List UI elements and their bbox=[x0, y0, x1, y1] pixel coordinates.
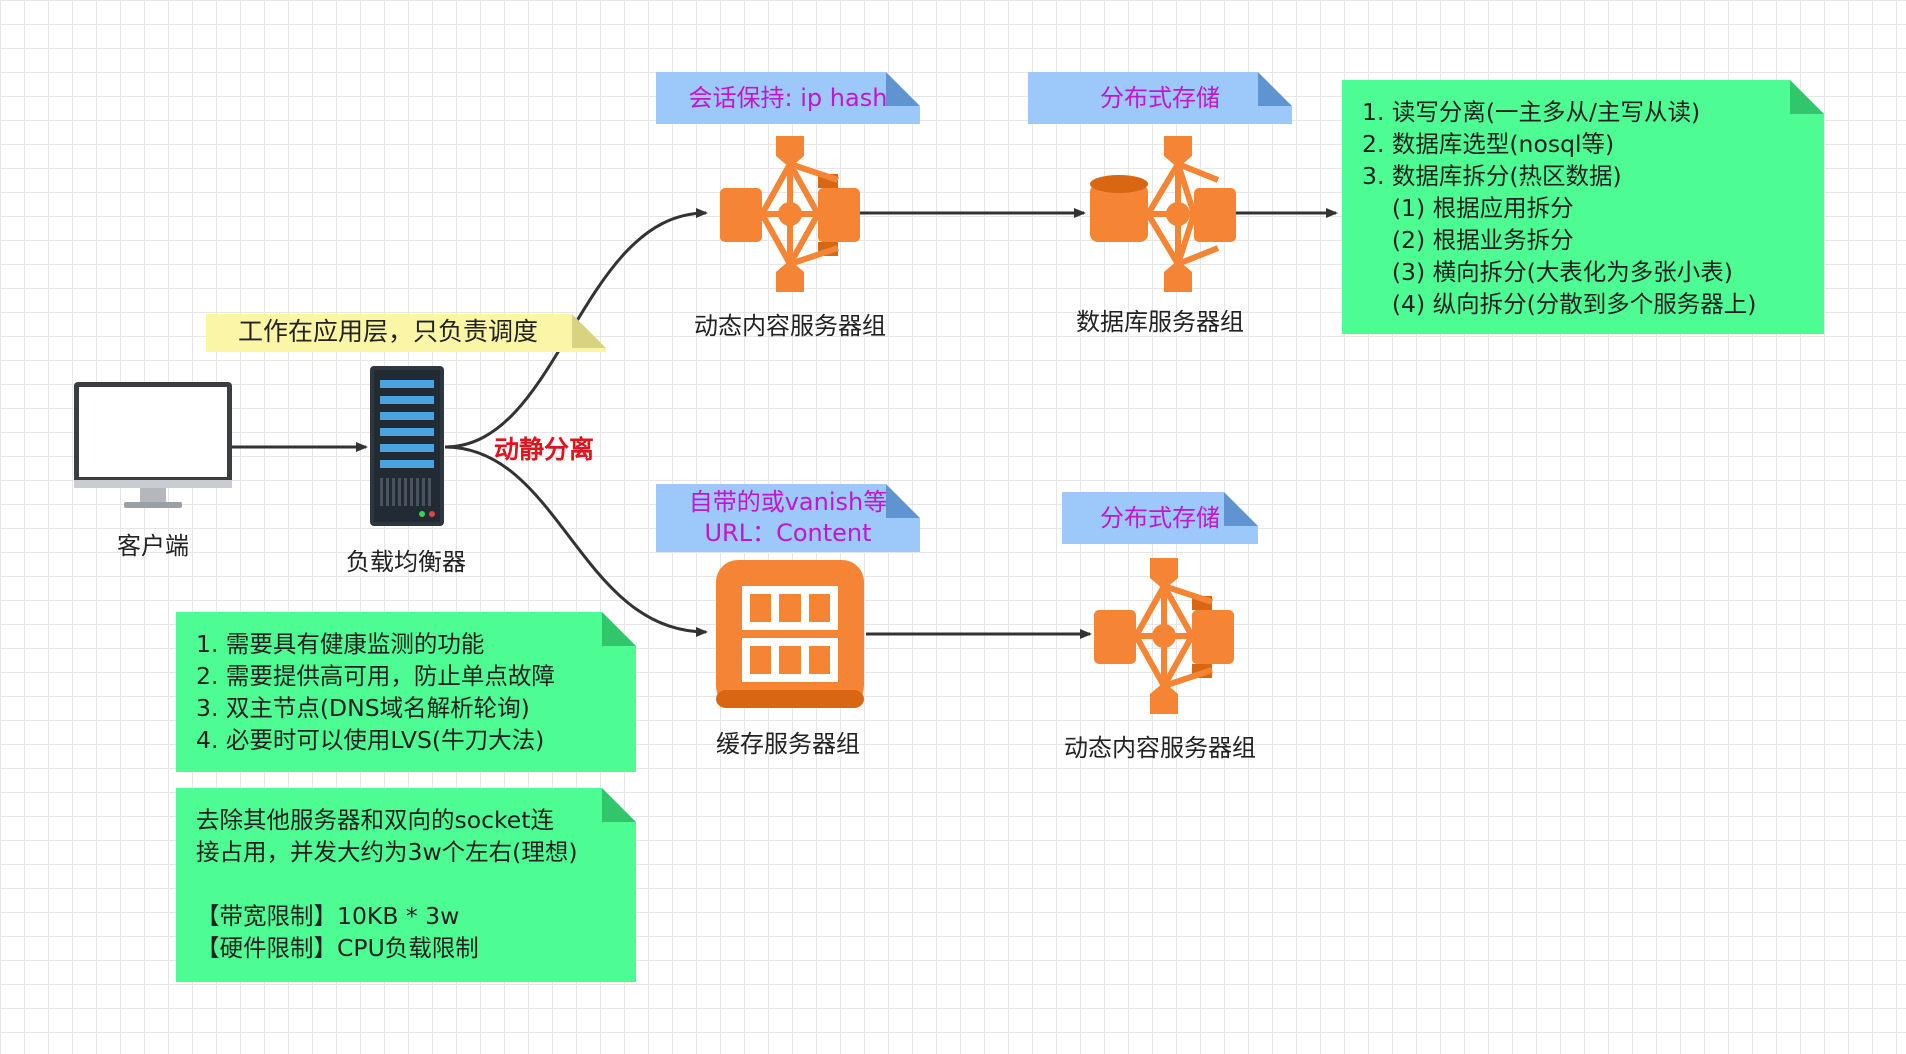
dist-storage-bottom-text: 分布式存储 bbox=[1100, 504, 1220, 532]
load-balancer-label: 负载均衡器 bbox=[346, 548, 466, 576]
monitor-icon bbox=[74, 382, 232, 508]
lb-requirement-line: 1. 需要具有健康监测的功能 bbox=[196, 630, 485, 658]
db-tip-line: (2) 根据业务拆分 bbox=[1362, 226, 1574, 254]
aws-cluster-icon bbox=[1094, 558, 1234, 714]
lb-capacity-line: 去除其他服务器和双向的socket连 bbox=[196, 806, 554, 834]
lb-requirement-line: 2. 需要提供高可用，防止单点故障 bbox=[196, 662, 555, 690]
lb-requirement-line: 4. 必要时可以使用LVS(牛刀大法) bbox=[196, 726, 545, 754]
db-tip-line: 2. 数据库选型(nosql等) bbox=[1362, 130, 1615, 158]
db-group-label: 数据库服务器组 bbox=[1076, 308, 1244, 336]
cache-note-line: URL：Content bbox=[704, 519, 872, 547]
session-hold-note: 会话保持: ip hash bbox=[656, 72, 920, 124]
server-rack-icon bbox=[370, 366, 444, 526]
lb-requirements-note: 1. 需要具有健康监测的功能 2. 需要提供高可用，防止单点故障 3. 双主节点… bbox=[176, 612, 636, 772]
aws-database-cluster-icon bbox=[1090, 136, 1236, 292]
db-tips-note: 1. 读写分离(一主多从/主写从读) 2. 数据库选型(nosql等) 3. 数… bbox=[1342, 80, 1824, 334]
cache-note: 自带的或vanish等 URL：Content bbox=[656, 484, 920, 552]
lb-capacity-line bbox=[196, 868, 616, 900]
db-tip-line: 3. 数据库拆分(热区数据) bbox=[1362, 162, 1622, 190]
dist-storage-bottom-note: 分布式存储 bbox=[1062, 492, 1258, 544]
lb-layer-note: 工作在应用层，只负责调度 bbox=[206, 314, 606, 352]
db-tip-line: (4) 纵向拆分(分散到多个服务器上) bbox=[1362, 290, 1757, 318]
aws-cluster-icon bbox=[720, 136, 860, 292]
lb-capacity-line: 接占用，并发大约为3w个左右(理想) bbox=[196, 838, 578, 866]
db-tip-line: (1) 根据应用拆分 bbox=[1362, 194, 1574, 222]
db-tip-line: (3) 横向拆分(大表化为多张小表) bbox=[1362, 258, 1733, 286]
cache-note-line: 自带的或vanish等 bbox=[688, 488, 888, 516]
dist-storage-top-note: 分布式存储 bbox=[1028, 72, 1292, 124]
static-dynamic-split-label: 动静分离 bbox=[494, 435, 595, 464]
session-hold-text: 会话保持: ip hash bbox=[688, 84, 888, 112]
db-tip-line: 1. 读写分离(一主多从/主写从读) bbox=[1362, 98, 1701, 126]
lb-capacity-note: 去除其他服务器和双向的socket连 接占用，并发大约为3w个左右(理想) 【带… bbox=[176, 788, 636, 982]
lb-requirement-line: 3. 双主节点(DNS域名解析轮询) bbox=[196, 694, 530, 722]
client-label: 客户端 bbox=[117, 532, 189, 560]
lb-capacity-line: 【硬件限制】CPU负载限制 bbox=[196, 934, 479, 962]
dynamic-group-bottom-label: 动态内容服务器组 bbox=[1064, 734, 1256, 762]
dynamic-group-top-label: 动态内容服务器组 bbox=[694, 312, 886, 340]
lb-capacity-line: 【带宽限制】10KB * 3w bbox=[196, 902, 460, 930]
lb-layer-text: 工作在应用层，只负责调度 bbox=[238, 317, 539, 346]
cache-group-label: 缓存服务器组 bbox=[716, 730, 860, 758]
aws-cache-icon bbox=[716, 560, 864, 708]
edge-lb-to-cache bbox=[444, 445, 708, 637]
dist-storage-top-text: 分布式存储 bbox=[1100, 84, 1220, 112]
